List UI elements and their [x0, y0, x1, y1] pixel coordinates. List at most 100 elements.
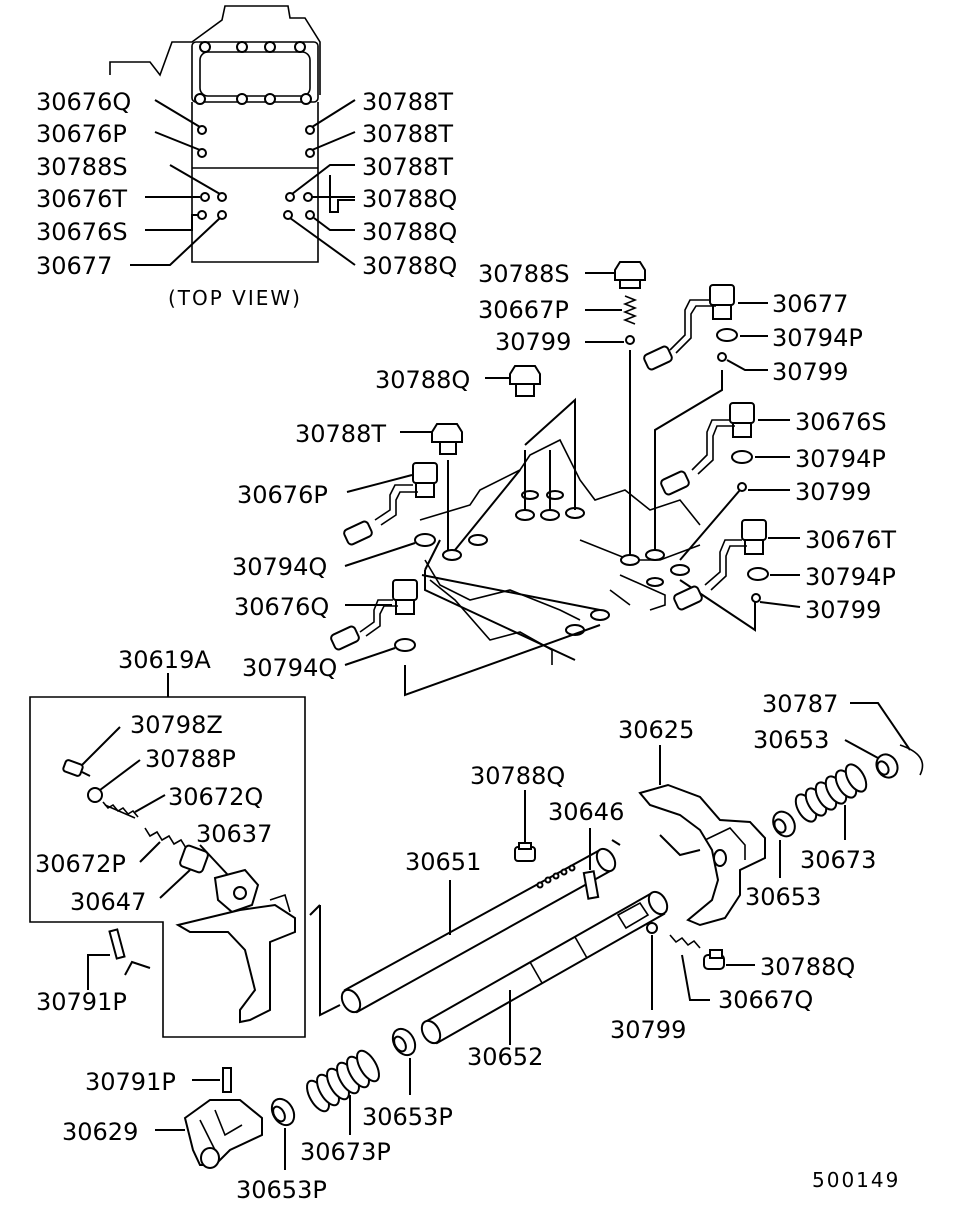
callout-30787: 30787 [762, 690, 838, 718]
spring-30667Q [669, 934, 701, 949]
sleeve-30647 [179, 844, 209, 874]
callout-30676P: 30676P [237, 481, 328, 509]
spring-30672P [144, 827, 187, 849]
solenoid-30676P [343, 462, 438, 546]
callout-30677: 30677 [772, 290, 848, 318]
ball-30799-lower [646, 922, 658, 934]
callout-30788Q-1: 30788Q [470, 762, 565, 790]
callout-30667P: 30667P [478, 296, 569, 324]
solenoid-30677 [643, 284, 735, 371]
solenoid-30676T [673, 519, 767, 611]
block-30629 [183, 1099, 263, 1169]
pin-30646 [582, 870, 600, 900]
callout-30673P: 30673P [300, 1138, 391, 1166]
kit-30619A-box [29, 696, 306, 1038]
callout-30676Q: 30676Q [234, 593, 329, 621]
callout-30788T-top-3: 30788T [362, 153, 453, 181]
pin-30791P-1 [108, 928, 126, 960]
callout-30676S: 30676S [795, 408, 887, 436]
callout-30799-3: 30799 [805, 596, 881, 624]
callout-30794Q-1: 30794Q [232, 553, 327, 581]
callout-30629: 30629 [62, 1118, 138, 1146]
o-ring-30794Q-1 [414, 533, 436, 547]
bolt-30788Q-1 [514, 842, 536, 862]
callout-30625: 30625 [618, 716, 694, 744]
callout-30673: 30673 [800, 846, 876, 874]
callout-30619A: 30619A [118, 646, 211, 674]
callout-30788T-top-2: 30788T [362, 120, 453, 148]
bushing-30653P-2 [270, 1097, 296, 1127]
callout-30653-1: 30653 [753, 726, 829, 754]
callout-30652: 30652 [467, 1043, 543, 1071]
callout-30637: 30637 [196, 820, 272, 848]
callout-30799-1: 30799 [772, 358, 848, 386]
ball-30799-center [625, 335, 635, 345]
callout-30672P: 30672P [35, 850, 126, 878]
o-ring-30794Q-2 [394, 638, 416, 652]
callout-30788P: 30788P [145, 745, 236, 773]
callout-30788Q-top-3: 30788Q [362, 252, 457, 280]
shaft-30652 [420, 890, 669, 1045]
callout-30653P-1: 30653P [362, 1103, 453, 1131]
bolt-30788T [431, 423, 463, 455]
callout-30788T-top-1: 30788T [362, 88, 453, 116]
bolt-30788Q [509, 365, 541, 397]
callout-30653P-2: 30653P [236, 1176, 327, 1204]
o-ring-30794P-1 [716, 328, 738, 342]
callout-30799-2: 30799 [795, 478, 871, 506]
callout-30788T: 30788T [295, 420, 386, 448]
ball-30799-3 [751, 593, 761, 603]
callout-30677-top: 30677 [36, 252, 112, 280]
callout-30791P-2: 30791P [85, 1068, 176, 1096]
spring-30673P [306, 1049, 380, 1113]
callout-30788S: 30788S [478, 260, 570, 288]
bolt-30798Z [62, 759, 84, 777]
spring-30667P [622, 295, 638, 325]
o-ring-30794P-2 [731, 450, 753, 464]
callout-30676S-top: 30676S [36, 218, 128, 246]
callout-30788Q-2: 30788Q [760, 953, 855, 981]
shift-rail-section: 30619A 30798Z 30788P 30672Q 30637 30672P… [29, 646, 924, 1204]
o-ring-30794P-3 [747, 567, 769, 581]
spring-30673 [794, 763, 868, 823]
fork-30625 [638, 783, 766, 927]
callout-30798Z: 30798Z [130, 711, 223, 739]
callout-30799-lower: 30799 [610, 1016, 686, 1044]
callout-30788Q: 30788Q [375, 366, 470, 394]
valve-body-section: 30788S 30667P 30799 30677 30794P 30799 3… [232, 260, 896, 697]
callout-30794P-1: 30794P [772, 324, 863, 352]
callout-30651: 30651 [405, 848, 481, 876]
callout-30799-center: 30799 [495, 328, 571, 356]
bolt-30788Q-2 [703, 949, 725, 970]
callout-30791P-1: 30791P [36, 988, 127, 1016]
callout-30676Q-top: 30676Q [36, 88, 131, 116]
callout-30676T: 30676T [805, 526, 896, 554]
bolt-30788S [614, 261, 646, 289]
diagram-id: 500149 [812, 1168, 900, 1192]
shaft-30651 [340, 847, 617, 1014]
ball-30799-2 [737, 482, 747, 492]
callout-30794P-2: 30794P [795, 445, 886, 473]
bushing-30653-1 [875, 753, 899, 779]
clip-30787 [899, 744, 924, 776]
top-view: 30676Q 30676P 30788S 30676T 30676S 30677… [36, 5, 457, 310]
bushing-30653P-1 [391, 1027, 417, 1057]
callout-30676P-top: 30676P [36, 120, 127, 148]
callout-30676T-top: 30676T [36, 185, 127, 213]
plug-30788P [87, 787, 103, 803]
fork-small [175, 903, 296, 1024]
top-view-caption: (TOP VIEW) [168, 286, 302, 310]
solenoid-30676S [660, 402, 755, 496]
callout-30647: 30647 [70, 888, 146, 916]
callout-30653-2: 30653 [745, 883, 821, 911]
callout-30646: 30646 [548, 798, 624, 826]
pin-30791P-2 [222, 1067, 232, 1093]
callout-30667Q: 30667Q [718, 986, 813, 1014]
callout-30788S-top: 30788S [36, 153, 128, 181]
callout-30794Q-2: 30794Q [242, 654, 337, 682]
callout-30788Q-top-2: 30788Q [362, 218, 457, 246]
ball-30799-1 [717, 352, 727, 362]
callout-30672Q: 30672Q [168, 783, 263, 811]
callout-30794P-3: 30794P [805, 563, 896, 591]
